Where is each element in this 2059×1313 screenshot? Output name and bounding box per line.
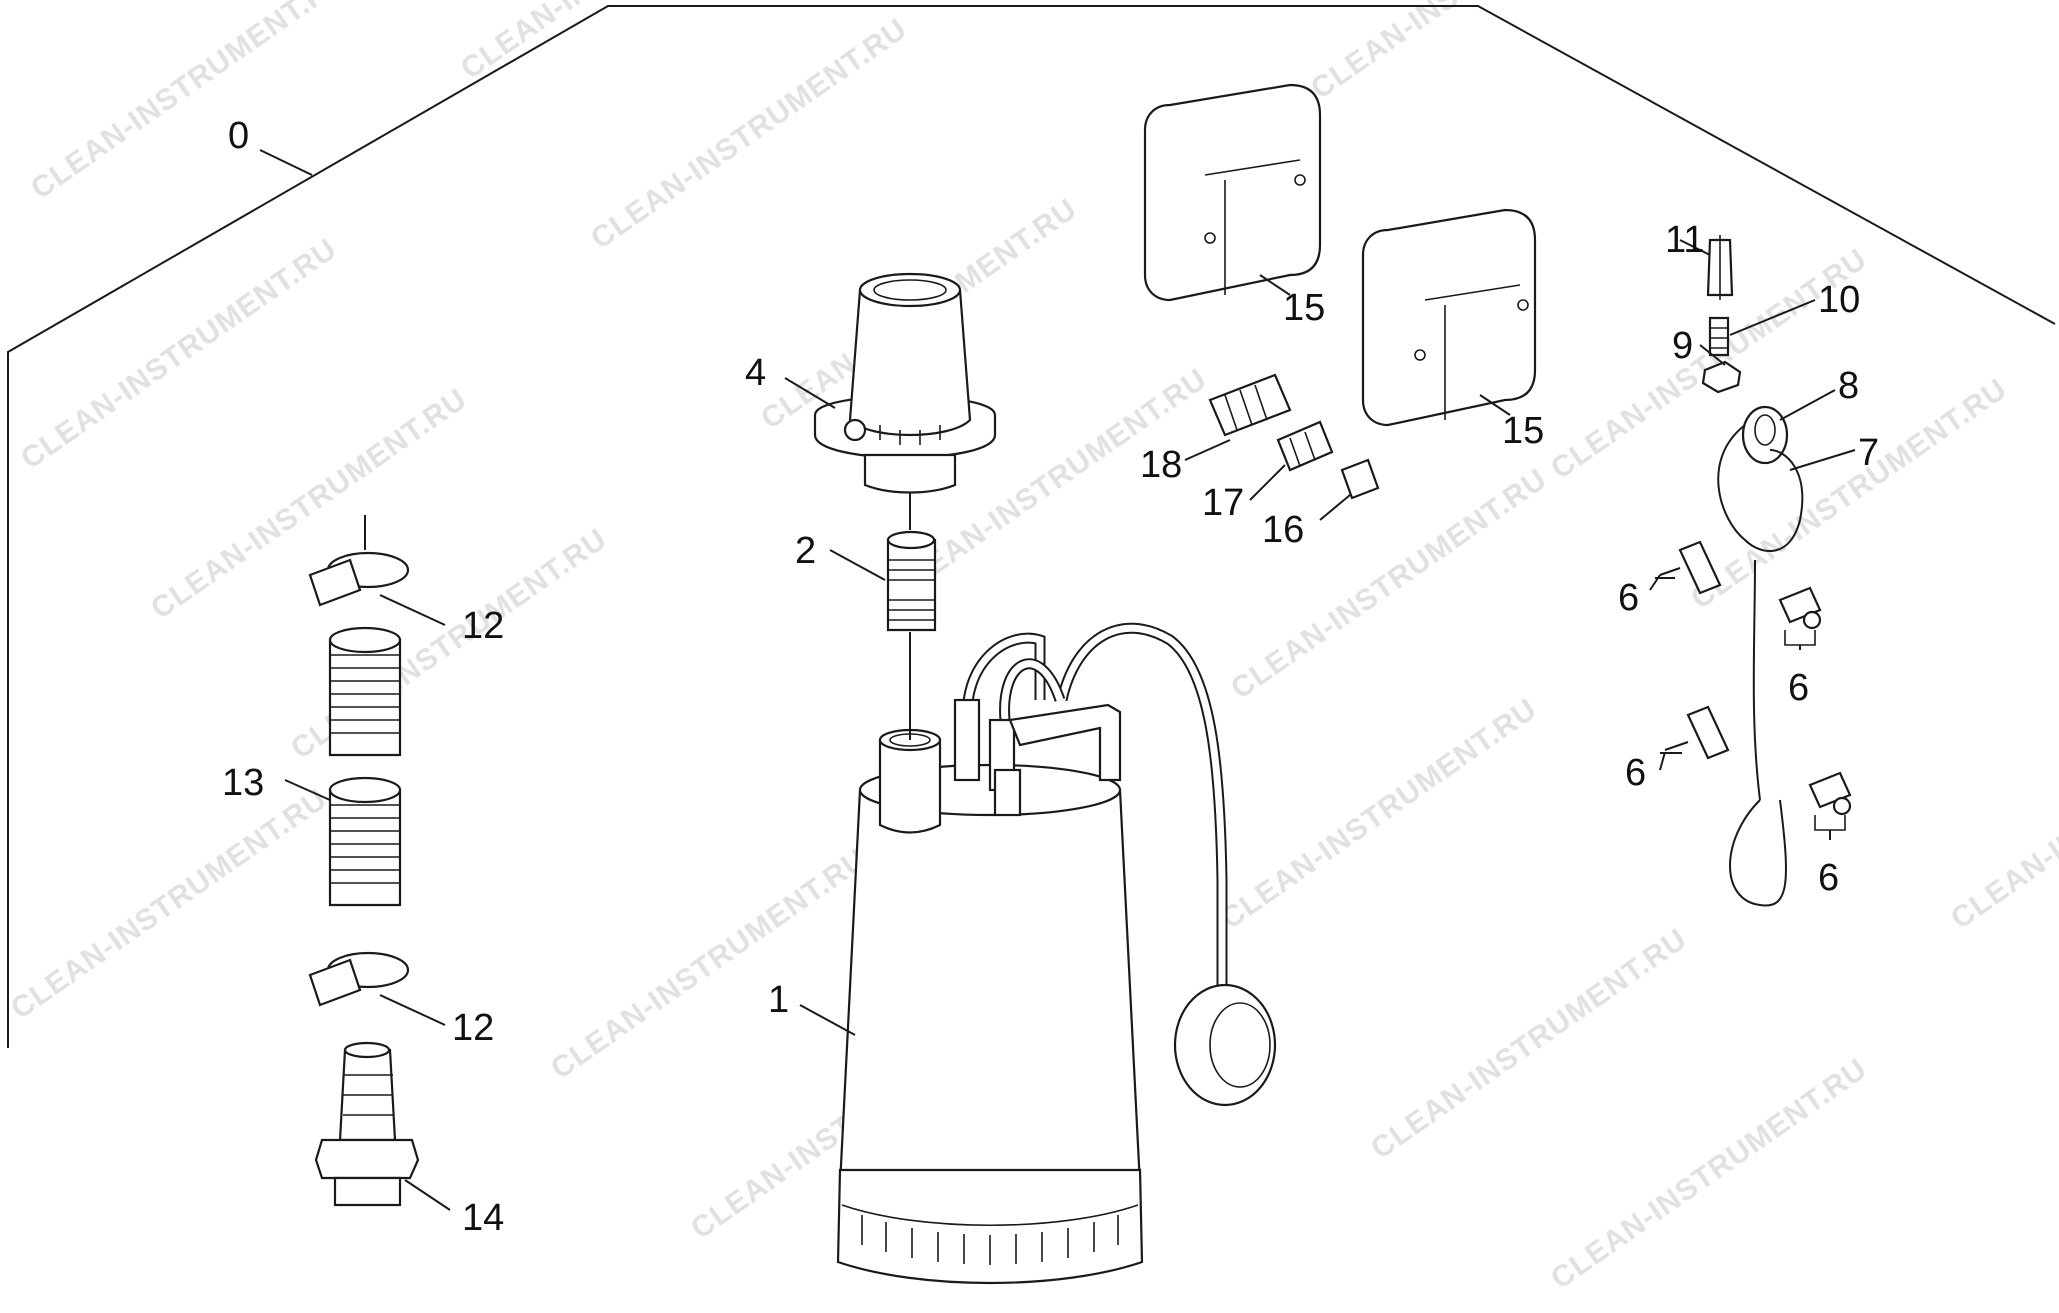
- watermark: CLEAN-INSTRUMENT.RU: [1685, 372, 2013, 615]
- frame-outline: [7, 5, 2056, 1048]
- threaded-nipple: [886, 490, 937, 740]
- hose-section: [328, 626, 402, 907]
- nut: [1701, 360, 1742, 394]
- terminal-block-17: [1276, 420, 1334, 472]
- base-slots: [861, 1215, 1119, 1265]
- hose-connector: [314, 1041, 420, 1207]
- junction-box-upper: [1143, 83, 1322, 302]
- watermark: CLEAN-INSTRUMENT.RU: [15, 232, 343, 475]
- leader-lines: [259, 149, 1856, 1211]
- callout-2: 2: [795, 530, 816, 572]
- callout-6-upper-left: 6: [1618, 577, 1639, 619]
- pump-body: [836, 622, 1277, 1285]
- callout-16: 16: [1262, 509, 1304, 551]
- callout-4: 4: [745, 352, 766, 394]
- callout-7: 7: [1858, 432, 1879, 474]
- callout-12-upper: 12: [462, 605, 504, 647]
- callout-17: 17: [1202, 482, 1244, 524]
- watermark: CLEAN-INSTRUMENT.RU: [545, 842, 873, 1085]
- terminal-block-18: [1208, 373, 1292, 437]
- watermark: CLEAN-INSTRUMENT.RU: [25, 0, 353, 206]
- hose-clamp-upper: [308, 515, 410, 607]
- outlet-adapter: [813, 272, 997, 494]
- eye-nut: [1741, 405, 1789, 465]
- callout-10: 10: [1818, 279, 1860, 321]
- callout-15-upper: 15: [1283, 287, 1325, 329]
- callout-12-lower: 12: [452, 1007, 494, 1049]
- callout-6-lower-right: 6: [1818, 857, 1839, 899]
- callout-1: 1: [768, 979, 789, 1021]
- callout-14: 14: [462, 1197, 504, 1239]
- callout-6-lower-left: 6: [1625, 752, 1646, 794]
- callout-13: 13: [222, 762, 264, 804]
- watermark: CLEAN-INSTRUMENT.RU: [1365, 922, 1693, 1165]
- callout-11: 11: [1665, 219, 1704, 261]
- suspension-rope: [1717, 424, 1804, 907]
- junction-box-lower: [1361, 208, 1537, 427]
- terminal-block-16: [1340, 458, 1380, 500]
- hose-clamp-lower: [308, 951, 410, 1007]
- callout-9: 9: [1672, 325, 1693, 367]
- watermark: CLEAN-INSTRUMENT.RU: [1945, 692, 2059, 935]
- anchor-bolt: [1706, 235, 1734, 300]
- callout-8: 8: [1838, 365, 1859, 407]
- threaded-rod: [1708, 316, 1730, 357]
- callout-15-lower: 15: [1502, 410, 1544, 452]
- watermark: CLEAN-INSTRUMENT.RU: [1215, 692, 1543, 935]
- rope-clamp-lower: [1660, 705, 1852, 831]
- watermark: CLEAN-INSTRUMENT.RU: [1305, 0, 1633, 106]
- watermark: CLEAN-INSTRUMENT.RU: [1545, 1052, 1873, 1295]
- watermark: CLEAN-INSTRUMENT.RU: [145, 382, 473, 625]
- callout-0: 0: [228, 115, 249, 157]
- callouts: 0 1 2 4 6 6 6 6 7 8 9 10 11 12 12 13 14 …: [222, 115, 1879, 1239]
- callout-18: 18: [1140, 444, 1182, 486]
- callout-6-upper-right: 6: [1788, 667, 1809, 709]
- watermark: CLEAN-INSTRUMENT.RU: [455, 0, 783, 86]
- watermark: CLEAN-INSTRUMENT.RU: [585, 12, 913, 255]
- watermark: CLEAN-INSTRUMENT.RU: [5, 782, 333, 1025]
- watermark: CLEAN-INSTRUMENT.RU: [1225, 462, 1553, 705]
